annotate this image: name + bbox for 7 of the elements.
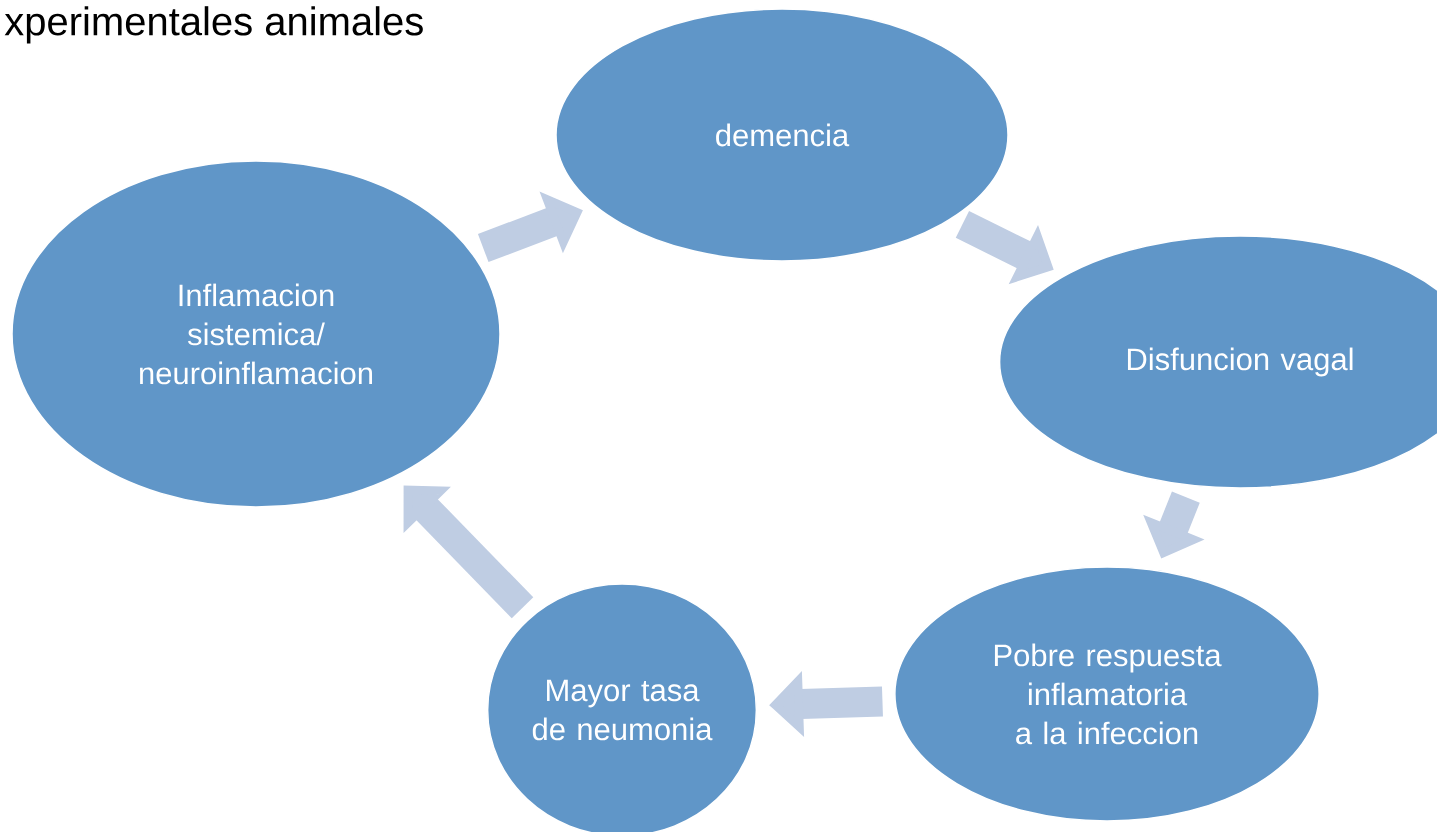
block-arrow [403, 485, 534, 619]
ellipse-node: Pobre respuesta inflamatoria a la infeccion [894, 566, 1320, 822]
ellipse-node: demencia [555, 8, 1009, 262]
circle-node: Mayor tasa de neumonia [486, 583, 758, 832]
ellipse-node: Inflamacion sistemica/ neuroinflamacion [11, 160, 501, 508]
slide-title: xperimentales animales [4, 6, 423, 44]
ellipse-node: Disfuncion vagal [998, 235, 1437, 489]
